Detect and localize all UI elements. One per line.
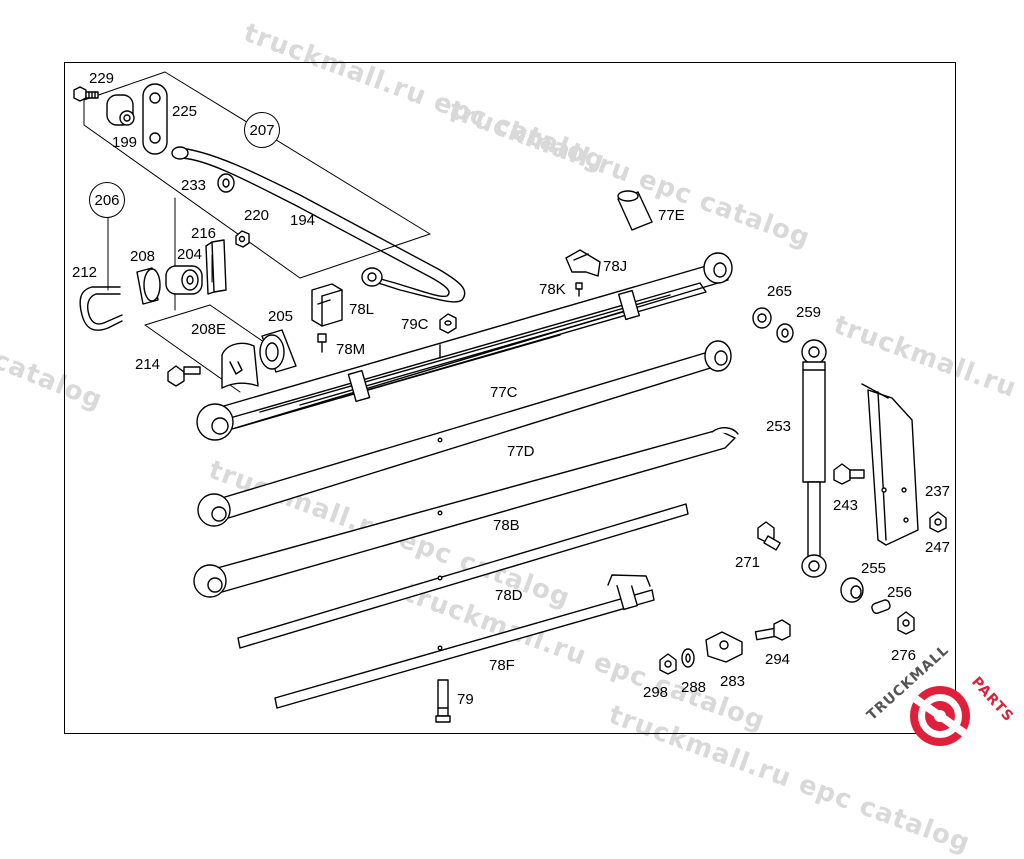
- label-205: 205: [268, 308, 294, 325]
- nut-298: [659, 653, 677, 675]
- callout-206: 206: [89, 182, 125, 218]
- label-208: 208: [130, 248, 156, 265]
- label-199: 199: [112, 134, 138, 151]
- label-237: 237: [925, 483, 951, 500]
- leaf-spring-78F: [274, 574, 655, 709]
- nut-276: [897, 611, 915, 635]
- leaf-spring-78D: [237, 503, 689, 649]
- bracket-78L: [311, 283, 343, 327]
- parts-diagram: [73, 71, 947, 723]
- label-233: 233: [181, 177, 207, 194]
- bushing-255: [840, 577, 864, 603]
- callout-207: 207: [244, 112, 280, 148]
- label-216: 216: [191, 225, 217, 242]
- label-194: 194: [290, 212, 316, 229]
- label-276: 276: [891, 647, 917, 664]
- label-79C: 79C: [401, 316, 429, 333]
- diagram-frame: [64, 62, 956, 734]
- nut-233: [217, 173, 235, 193]
- link-225: [142, 83, 168, 155]
- label-78M: 78M: [336, 341, 366, 358]
- label-255: 255: [861, 560, 887, 577]
- label-78F: 78F: [489, 657, 515, 674]
- bracket-216: [205, 239, 227, 295]
- label-229: 229: [89, 70, 115, 87]
- bolt-229: [73, 86, 99, 102]
- nut-220: [235, 230, 250, 248]
- bolt-243: [833, 463, 865, 485]
- label-78J: 78J: [603, 258, 628, 275]
- label-79: 79: [457, 691, 474, 708]
- bracket-283: [705, 631, 743, 663]
- label-204: 204: [177, 246, 203, 263]
- leaf-spring-77D: [197, 340, 732, 527]
- label-243: 243: [833, 497, 859, 514]
- label-220: 220: [244, 207, 270, 224]
- label-78L: 78L: [349, 301, 375, 318]
- label-214: 214: [135, 356, 161, 373]
- bolt-79: [435, 679, 451, 723]
- bolt-78M: [317, 333, 327, 353]
- label-259: 259: [796, 304, 822, 321]
- clamp-78J: [565, 249, 601, 277]
- label-256: 256: [887, 584, 913, 601]
- label-77D: 77D: [507, 443, 535, 460]
- washer-288: [681, 648, 695, 668]
- bolt-294: [754, 619, 791, 641]
- label-283: 283: [720, 673, 746, 690]
- bushing-77E: [617, 190, 653, 231]
- bushing-199: [106, 94, 135, 126]
- label-298: 298: [643, 684, 669, 701]
- label-294: 294: [765, 651, 791, 668]
- sleeve-256: [871, 599, 891, 615]
- bolt-78K: [575, 282, 583, 297]
- bolt-271: [757, 521, 781, 551]
- leaf-spring-78B: [193, 427, 739, 598]
- label-253: 253: [766, 418, 792, 435]
- leaf-spring-77C: [196, 252, 733, 441]
- label-78D: 78D: [495, 587, 523, 604]
- u-bolt-212: [79, 286, 123, 331]
- bushing-208: [136, 267, 161, 305]
- shock-absorber-253: [801, 339, 827, 578]
- label-77C: 77C: [490, 384, 518, 401]
- gear-icon: [910, 686, 970, 746]
- label-271: 271: [735, 554, 761, 571]
- label-288: 288: [681, 679, 707, 696]
- clamp-208E: [221, 342, 259, 389]
- nut-79C: [439, 313, 457, 334]
- bushing-205: [259, 329, 297, 373]
- bushing-204: [165, 265, 203, 295]
- nut-265: [752, 307, 772, 329]
- label-225: 225: [172, 103, 198, 120]
- label-247: 247: [925, 539, 951, 556]
- label-78B: 78B: [493, 517, 520, 534]
- label-208E: 208E: [191, 321, 227, 338]
- truckmall-logo: TRUCKMALL PARTS: [862, 642, 1022, 750]
- bracket-237: [861, 383, 919, 546]
- bolt-214: [167, 365, 201, 387]
- label-265: 265: [767, 283, 793, 300]
- stabilizer-bar-194: [171, 146, 466, 303]
- washer-259: [776, 323, 794, 343]
- nut-247: [929, 511, 947, 533]
- label-77E: 77E: [658, 207, 685, 224]
- label-78K: 78K: [539, 281, 566, 298]
- label-212: 212: [72, 264, 98, 281]
